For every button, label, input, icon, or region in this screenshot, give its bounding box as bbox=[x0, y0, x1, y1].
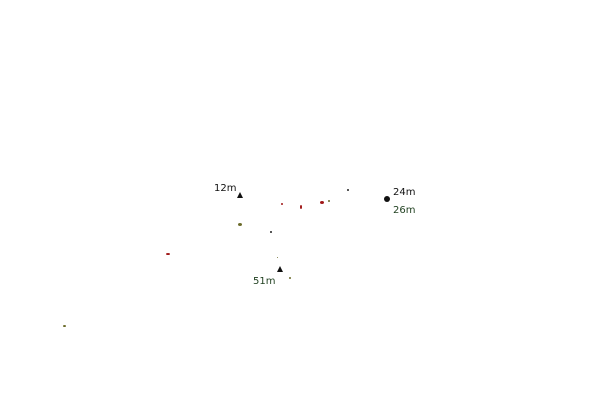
elevation-label-24m: 24m bbox=[393, 187, 416, 198]
map-feature-dot bbox=[289, 277, 291, 279]
elevation-label-51m: 51m bbox=[253, 276, 276, 287]
map-feature-dot bbox=[238, 223, 242, 226]
map-feature-dot bbox=[300, 205, 302, 209]
summit-marker-12m[interactable] bbox=[237, 192, 243, 198]
map-feature-dot bbox=[277, 257, 278, 258]
map-feature-dot bbox=[63, 325, 66, 327]
elevation-label-26m: 26m bbox=[393, 205, 416, 216]
summit-marker-51m[interactable] bbox=[277, 266, 283, 272]
map-feature-dot bbox=[328, 200, 330, 202]
map-feature-dot bbox=[166, 253, 170, 255]
map-feature-dot bbox=[320, 201, 324, 204]
map-feature-dot bbox=[270, 231, 272, 233]
map-feature-dot bbox=[347, 189, 349, 191]
summit-marker-24m[interactable] bbox=[384, 196, 390, 202]
map-feature-dot bbox=[281, 203, 283, 205]
elevation-label-12m: 12m bbox=[214, 183, 237, 194]
